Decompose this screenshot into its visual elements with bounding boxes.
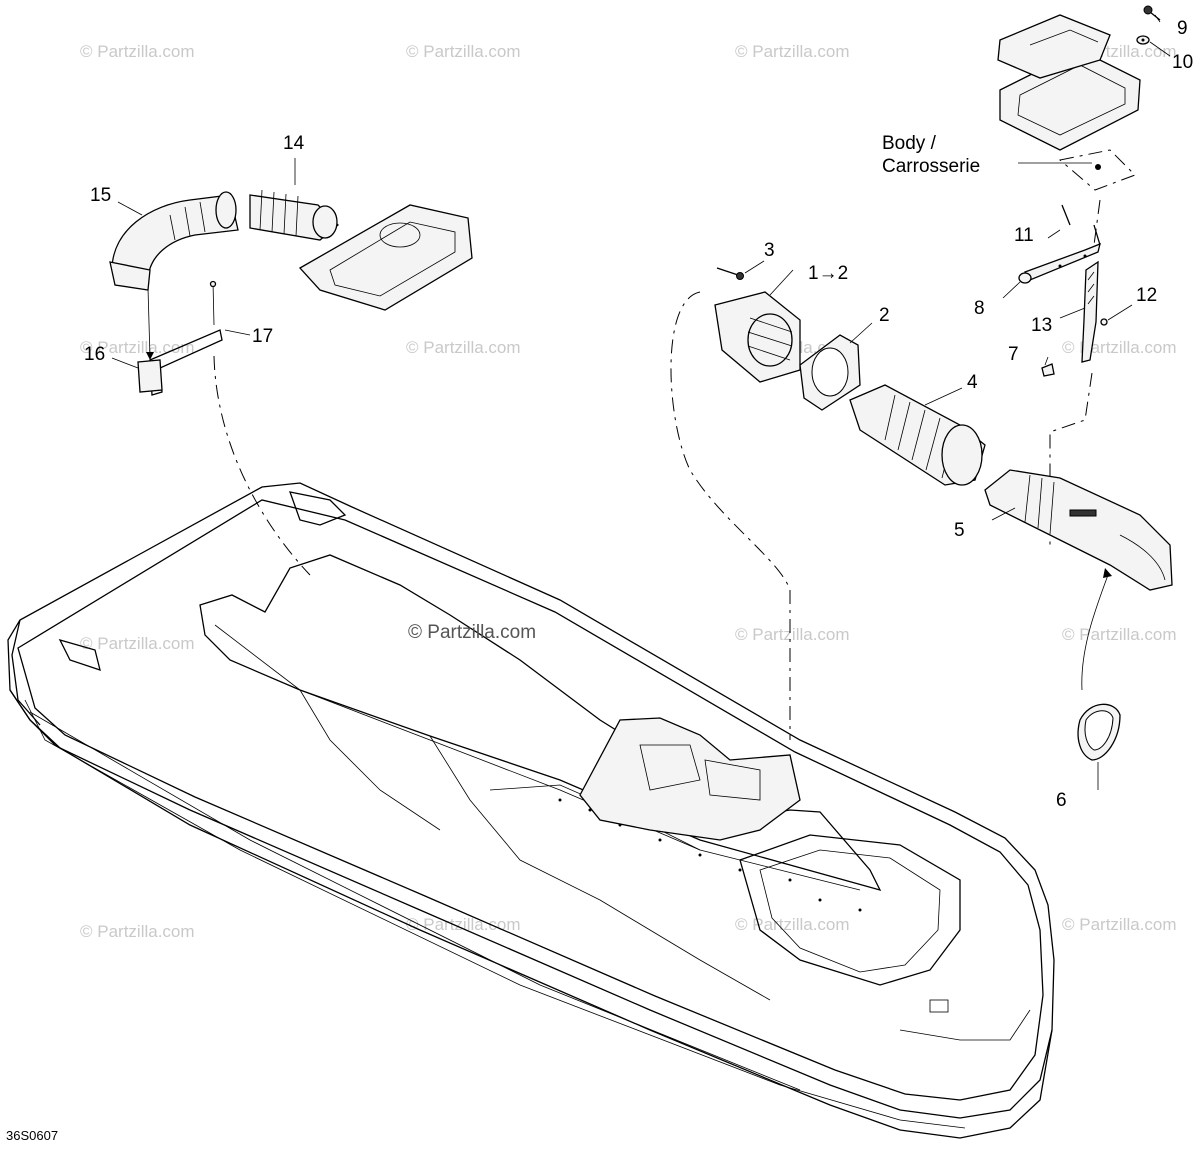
center-watermark: © Partzilla.com xyxy=(408,622,537,643)
callout-leaders xyxy=(111,14,1171,521)
strap-13 xyxy=(1081,260,1099,363)
callout-15: 15 xyxy=(90,185,112,206)
callout-5: 5 xyxy=(954,520,965,541)
body-mount-assembly xyxy=(997,5,1161,377)
left-intake-assembly xyxy=(109,189,473,396)
watermark: © Partzilla.com xyxy=(406,915,521,934)
leader-line xyxy=(213,355,311,576)
callout-9: 9 xyxy=(1177,18,1188,39)
callout-7: 7 xyxy=(1008,344,1019,365)
watermark: © Partzilla.com xyxy=(80,338,195,357)
callout-12: 12 xyxy=(1136,285,1158,306)
watermark: © Partzilla.com xyxy=(80,42,195,61)
right-intake-assembly xyxy=(714,267,1173,790)
watermark: © Partzilla.com xyxy=(80,634,195,653)
hull-body xyxy=(7,482,1055,1139)
body-label: Body / Carrosserie xyxy=(882,132,980,178)
intake-tube-5 xyxy=(984,469,1173,591)
callout-14: 14 xyxy=(283,133,305,154)
watermark: © Partzilla.com xyxy=(1062,625,1177,644)
callout-11: 11 xyxy=(1014,225,1034,246)
callout-16: 16 xyxy=(84,344,106,365)
callout-1: 1→2 xyxy=(808,263,849,284)
callout-17: 17 xyxy=(252,326,274,347)
callout-8: 8 xyxy=(974,298,985,319)
leader-line xyxy=(1049,372,1093,545)
fastener-7 xyxy=(1041,363,1055,377)
callout-13: 13 xyxy=(1031,315,1053,336)
body-label-line2: Carrosserie xyxy=(882,156,981,177)
callout-10: 10 xyxy=(1172,52,1194,73)
watermark: © Partzilla.com xyxy=(735,915,850,934)
callout-2: 2 xyxy=(879,305,890,326)
watermark: © Partzilla.com xyxy=(735,42,850,61)
watermark: © Partzilla.com xyxy=(735,625,850,644)
callout-6: 6 xyxy=(1056,790,1067,811)
leader-line xyxy=(1093,199,1101,246)
callout-3: 3 xyxy=(764,240,775,261)
watermark: © Partzilla.com xyxy=(406,42,521,61)
watermark: © Partzilla.com xyxy=(1062,915,1177,934)
watermark: © Partzilla.com xyxy=(80,922,195,941)
clip-16 xyxy=(137,359,163,393)
body-label-line1: Body / xyxy=(882,133,936,154)
drawing-code: 36S0607 xyxy=(6,1128,59,1143)
airbox-lid xyxy=(298,204,473,311)
intake-elbow-15 xyxy=(111,194,239,279)
leader-line xyxy=(670,291,791,740)
callout-4: 4 xyxy=(967,372,978,393)
watermark: © Partzilla.com xyxy=(406,338,521,357)
